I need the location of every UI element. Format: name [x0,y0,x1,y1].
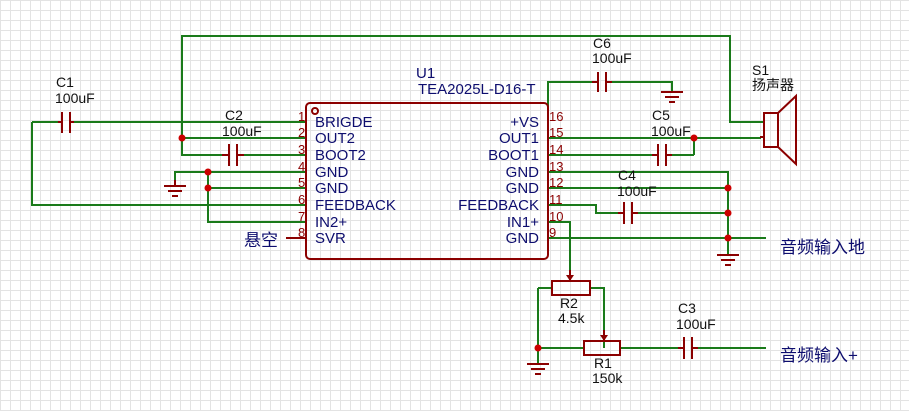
chip-pin-left-2[interactable]: 2 OUT2 [298,125,355,147]
s1-name: 扬声器 [752,77,794,93]
capacitor-c6[interactable]: C6 100uF [592,35,632,92]
chip-pin-right-14[interactable]: 14 BOOT1 [488,142,563,164]
chip-pin-right-13[interactable]: 13 GND [506,159,564,181]
pin-number: 8 [298,225,305,240]
chip-pin-left-4[interactable]: 4 GND [298,159,349,181]
ground-symbol-bottom [527,363,549,375]
pin-name: GND [506,164,540,181]
chip-pin-left-5[interactable]: 5 GND [298,175,349,197]
pin-number: 5 [298,175,305,190]
pin-number: 4 [298,159,305,174]
pin-name: BOOT2 [315,147,366,164]
pin-name: GND [315,180,349,197]
capacitor-c1[interactable]: C1 100uF [55,74,95,133]
pin-number: 11 [549,192,563,207]
pin-number: 3 [298,142,305,157]
c3-value: 100uF [676,316,716,332]
r2-designator: R2 [560,295,578,311]
pin-number: 15 [549,125,563,140]
ground-symbol-left [164,180,186,197]
chip-pin-right-16[interactable]: 16 +VS [510,109,563,131]
chip-pin-right-12[interactable]: 12 GND [506,175,564,197]
r1-value: 150k [592,370,623,386]
capacitor-c3[interactable]: C3 100uF [676,300,716,359]
audio-input-ground-label: 音频输入地 [780,238,865,257]
c1-designator: C1 [56,74,74,90]
r2-value: 4.5k [558,310,585,326]
pin-name: GND [506,230,540,247]
c6-value: 100uF [592,50,632,66]
c6-designator: C6 [593,35,611,51]
pin-number: 1 [298,109,305,124]
pin-name: OUT1 [499,130,539,147]
c4-value: 100uF [617,183,657,199]
c2-designator: C2 [225,107,243,123]
r1-designator: R1 [594,355,612,371]
ground-symbol-c6 [661,91,683,103]
c5-value: 100uF [651,123,691,139]
audio-input-plus-label: 音频输入+ [780,346,858,365]
c5-designator: C5 [652,107,670,123]
pin-name: BRIGDE [315,114,373,131]
c2-value: 100uF [222,123,262,139]
chip-pin-left-6[interactable]: 6 FEEDBACK [298,192,396,214]
pin-name: GND [506,180,540,197]
pin-name: IN2+ [315,214,347,231]
pin-number: 9 [549,225,556,240]
junctions [178,134,732,352]
pin-name: FEEDBACK [458,197,539,214]
c1-value: 100uF [55,90,95,106]
pin-name: BOOT1 [488,147,539,164]
chip-pin-right-15[interactable]: 15 OUT1 [499,125,563,147]
chip-pin-left-7[interactable]: 7 IN2+ [298,209,347,231]
c3-designator: C3 [678,300,696,316]
pin8-no-connect-label: 悬空 [244,231,278,250]
pin-name: SVR [315,230,346,247]
chip-part-number: TEA2025L-D16-T [418,81,536,98]
pin-name: GND [315,164,349,181]
pin-number: 14 [549,142,563,157]
capacitor-c4[interactable]: C4 100uF [617,167,657,224]
capacitor-c2[interactable]: C2 100uF [222,107,262,166]
chip-pin-right-9[interactable]: 9 GND [506,225,557,247]
pin-name: FEEDBACK [315,197,396,214]
pin-number: 2 [298,125,305,140]
wires [31,35,766,364]
pin-name: OUT2 [315,130,355,147]
chip-designator: U1 [416,65,435,82]
s1-designator: S1 [752,62,769,78]
ground-symbol-right [717,254,739,266]
pin-number: 10 [549,209,563,224]
resistor-r2[interactable]: R2 4.5k [551,270,591,326]
chip-pin-left-8[interactable]: 8 SVR [298,225,346,247]
chip-pin-right-10[interactable]: 10 IN1+ [507,209,564,231]
pin-number: 12 [549,175,563,190]
speaker-s1[interactable]: S1 扬声器 [752,62,797,167]
resistor-r1[interactable]: R1 150k [583,330,623,386]
chip-pin-left-3[interactable]: 3 BOOT2 [298,142,366,164]
pin-name: IN1+ [507,214,539,231]
chip-pin-right-11[interactable]: 11 FEEDBACK [458,192,562,214]
capacitor-c5[interactable]: C5 100uF [651,107,691,166]
pin-name: +VS [510,114,539,131]
pin-number: 13 [549,159,563,174]
c4-designator: C4 [618,167,636,183]
chip-pin-left-1[interactable]: 1 BRIGDE [298,109,373,131]
pin-number: 7 [298,209,305,224]
pin-number: 16 [549,109,563,124]
pin-number: 6 [298,192,305,207]
